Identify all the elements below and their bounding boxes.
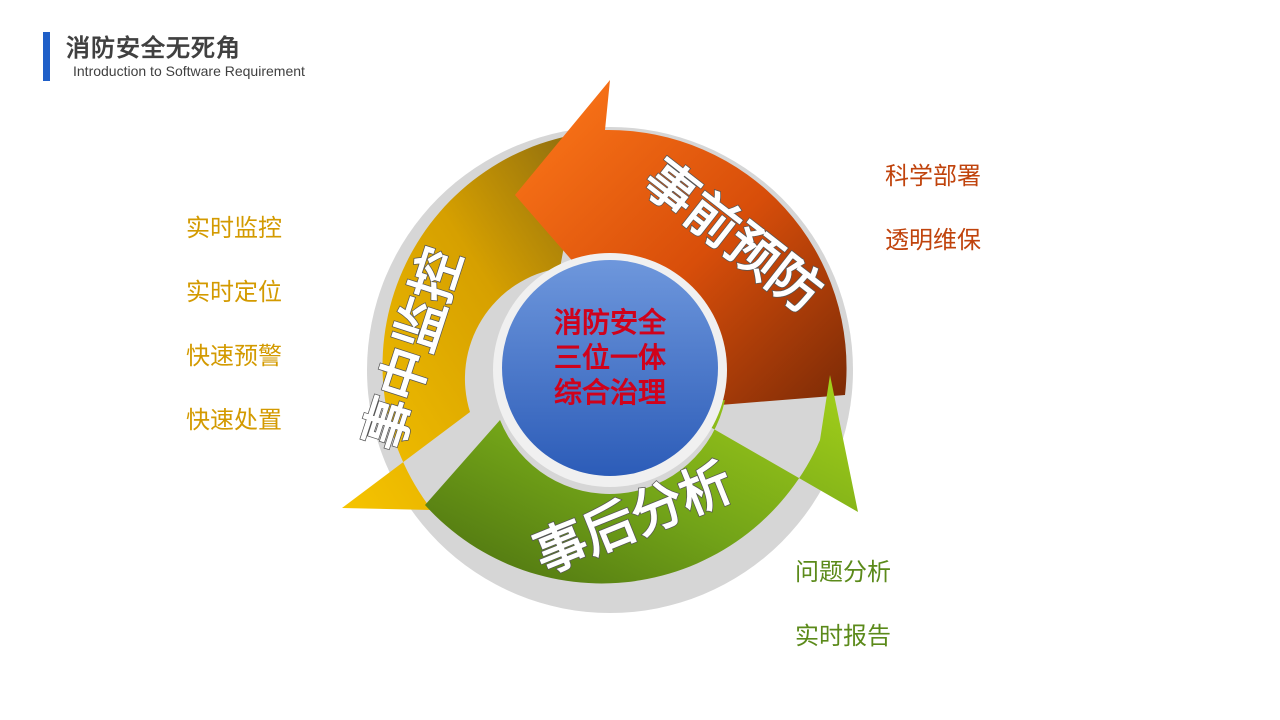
list-item: 实时监控 [186,214,282,242]
list-item: 实时报告 [795,622,891,650]
list-item: 快速处置 [186,406,282,434]
list-item: 快速预警 [186,342,282,370]
analysis-feature-list: 问题分析 实时报告 [795,557,891,685]
analysis-arrow [425,375,858,584]
prevention-arrow [515,80,847,405]
center-line-2: 三位一体 [554,341,667,374]
center-line-3: 综合治理 [554,376,666,409]
title-accent-bar [43,32,50,81]
monitoring-feature-list: 实时监控 实时定位 快速预警 快速处置 [186,213,282,469]
center-line-1: 消防安全 [554,306,667,339]
page-subtitle: Introduction to Software Requirement [73,63,305,79]
page-title: 消防安全无死角 [66,34,241,62]
list-item: 问题分析 [795,558,891,586]
center-circle [502,260,718,476]
prevention-feature-list: 科学部署 透明维保 [885,161,981,289]
monitoring-arrow [342,133,585,510]
list-item: 实时定位 [186,278,282,306]
list-item: 透明维保 [885,226,981,254]
list-item: 科学部署 [885,162,981,190]
